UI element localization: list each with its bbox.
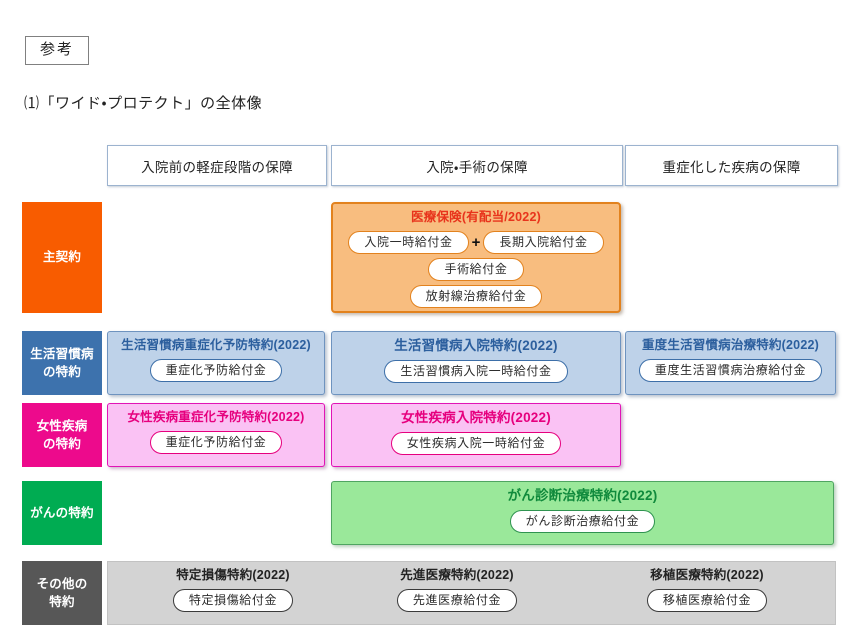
benefit-pill-severe-lifestyle-treatment[interactable]: 重度生活習慣病治療給付金 (638, 358, 823, 382)
plus-icon: + (471, 233, 481, 251)
category-label-lifestyle-disease: 生活習慣病 の特約 (22, 331, 102, 395)
category-label-womens-disease: 女性疾病 の特約 (22, 403, 102, 467)
benefit-pill-advanced-medical[interactable]: 先進医療給付金 (396, 588, 518, 612)
category-label-line1: 主契約 (42, 250, 82, 265)
benefit-pill-transplant-medical[interactable]: 移植医療給付金 (646, 588, 768, 612)
product-card-cancer-diagnosis-treatment[interactable]: がん診断治療特約(2022) がん診断治療給付金 (331, 481, 834, 545)
benefit-pill-severity-prevention[interactable]: 重症化予防給付金 (149, 358, 283, 382)
category-label-line1: その他の (36, 576, 88, 591)
category-label-other-riders: その他の 特約 (22, 561, 102, 625)
reference-badge: 参考 (25, 36, 90, 65)
rider-advanced-medical[interactable]: 先進医療特約(2022) 先進医療給付金 (348, 568, 566, 612)
product-title: 生活習慣病重症化予防特約(2022) (121, 338, 311, 352)
benefit-pill-surgery[interactable]: 手術給付金 (428, 257, 524, 281)
benefit-pill-womens-hospitalization-lumpsum[interactable]: 女性疾病入院一時給付金 (390, 431, 562, 456)
benefit-pair: 入院一時給付金 + 長期入院給付金 (348, 230, 604, 254)
category-label-cancer: がんの特約 (22, 481, 102, 545)
category-label-main-contract: 主契約 (22, 202, 102, 313)
benefit-pill-severity-prevention[interactable]: 重症化予防給付金 (149, 430, 283, 454)
category-label-line2: の特約 (42, 437, 82, 451)
column-header-label: 重症化した疾病の保障 (662, 159, 801, 175)
product-card-lifestyle-prevention[interactable]: 生活習慣病重症化予防特約(2022) 重症化予防給付金 (107, 331, 325, 395)
column-header-label: 入院前の軽症段階の保障 (141, 159, 293, 175)
product-title: 特定損傷特約(2022) (176, 568, 290, 582)
column-header-hospitalization-surgery: 入院・手術の保障 (331, 145, 623, 186)
benefit-pill-lifestyle-hospitalization-lumpsum[interactable]: 生活習慣病入院一時給付金 (384, 359, 568, 384)
product-card-womens-prevention[interactable]: 女性疾病重症化予防特約(2022) 重症化予防給付金 (107, 403, 325, 467)
category-label-line2: の特約 (42, 365, 82, 379)
product-card-other-riders: 特定損傷特約(2022) 特定損傷給付金 先進医療特約(2022) 先進医療給付… (107, 561, 836, 625)
product-card-womens-hospitalization[interactable]: 女性疾病入院特約(2022) 女性疾病入院一時給付金 (331, 403, 621, 467)
product-title: 移植医療特約(2022) (650, 568, 764, 582)
product-card-main-contract[interactable]: 医療保険(有配当/2022) 入院一時給付金 + 長期入院給付金 手術給付金 放… (331, 202, 621, 313)
column-header-pre-hospitalization: 入院前の軽症段階の保障 (107, 145, 327, 186)
product-card-lifestyle-hospitalization[interactable]: 生活習慣病入院特約(2022) 生活習慣病入院一時給付金 (331, 331, 621, 395)
benefit-pill-long-term-hospitalization[interactable]: 長期入院給付金 (483, 230, 604, 254)
product-title: 女性疾病入院特約(2022) (401, 410, 551, 425)
benefit-pill-radiation-therapy[interactable]: 放射線治療給付金 (409, 285, 543, 309)
page-title: ⑴「ワイド・プロテクト」の全体像 (24, 95, 263, 112)
product-card-severe-lifestyle-treatment[interactable]: 重度生活習慣病治療特約(2022) 重度生活習慣病治療給付金 (625, 331, 836, 395)
product-title: 生活習慣病入院特約(2022) (394, 338, 558, 353)
column-header-label: 入院・手術の保障 (426, 159, 528, 175)
rider-specific-injury[interactable]: 特定損傷特約(2022) 特定損傷給付金 (124, 568, 342, 612)
category-label-line2: 特約 (49, 595, 75, 609)
category-label-line1: 生活習慣病 (30, 346, 94, 361)
category-label-line1: 女性疾病 (36, 418, 88, 433)
rider-transplant-medical[interactable]: 移植医療特約(2022) 移植医療給付金 (598, 568, 816, 612)
category-label-line1: がんの特約 (30, 505, 94, 520)
benefit-pill-hospitalization-lumpsum[interactable]: 入院一時給付金 (348, 230, 469, 254)
product-title: 医療保険(有配当/2022) (411, 210, 541, 224)
benefit-pill-cancer-diagnosis-treatment[interactable]: がん診断治療給付金 (509, 509, 656, 534)
benefit-pill-specific-injury[interactable]: 特定損傷給付金 (172, 588, 294, 612)
product-title: 重度生活習慣病治療特約(2022) (641, 338, 820, 352)
product-title: 先進医療特約(2022) (400, 568, 514, 582)
product-title: 女性疾病重症化予防特約(2022) (127, 410, 305, 424)
column-header-severe-disease: 重症化した疾病の保障 (625, 145, 838, 186)
product-title: がん診断治療特約(2022) (507, 488, 658, 503)
